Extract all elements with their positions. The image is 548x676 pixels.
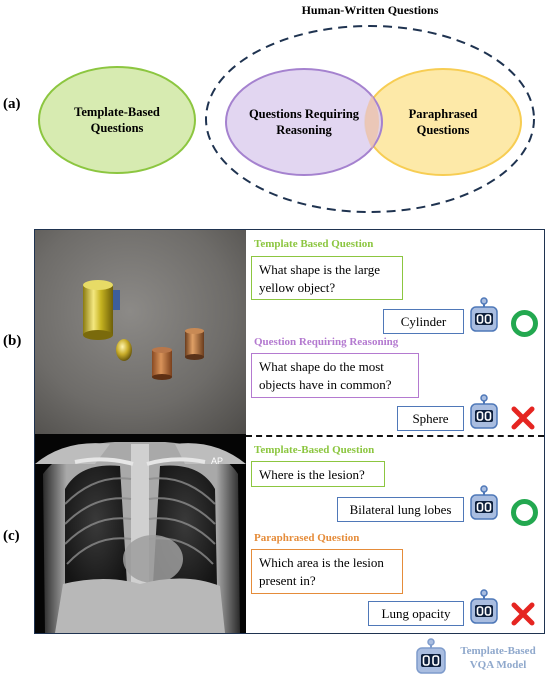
panel-label-b: (b) bbox=[3, 333, 22, 349]
c-q1-question-box: Where is the lesion? bbox=[251, 461, 385, 487]
copper-cylinder bbox=[152, 350, 172, 377]
legend-robot-icon bbox=[416, 638, 446, 674]
incorrect-cross-icon bbox=[511, 602, 535, 626]
panel-label-c: (c) bbox=[3, 528, 20, 544]
gold-cylinder bbox=[83, 285, 113, 335]
human-written-title: Human-Written Questions bbox=[301, 3, 439, 17]
b-q1-question-box: What shape is the large yellow object? bbox=[251, 256, 403, 300]
venn-diagram bbox=[38, 25, 535, 213]
b-q1-heading: Template Based Question bbox=[254, 238, 374, 250]
gold-sphere bbox=[116, 339, 132, 361]
b-q2-question-box: What shape do the most objects have in c… bbox=[251, 353, 419, 398]
3d-scene-image bbox=[35, 230, 246, 434]
c-q1-heading: Template-Based Question bbox=[254, 444, 375, 456]
robot-icon bbox=[470, 589, 498, 624]
correct-check-icon bbox=[511, 499, 538, 526]
robot-icon bbox=[470, 485, 498, 520]
xray-marker: AP bbox=[211, 456, 223, 466]
heart-shadow bbox=[123, 535, 183, 583]
template-based-oval bbox=[38, 66, 196, 174]
human-written-dashed-ellipse bbox=[205, 25, 535, 213]
dashed-divider bbox=[246, 435, 544, 437]
correct-check-icon bbox=[511, 310, 538, 337]
chest-xray-image: AP bbox=[35, 434, 246, 633]
overlap-region bbox=[365, 95, 379, 149]
legend-line-1: Template-Based bbox=[460, 645, 536, 657]
bronze-cylinder-right bbox=[185, 331, 204, 357]
c-q2-answer-box: Lung opacity bbox=[368, 601, 464, 626]
panel-label-a: (a) bbox=[3, 96, 21, 112]
paraphrased-oval-label: Paraphrased Questions bbox=[408, 107, 478, 137]
c-q1-answer-box: Bilateral lung lobes bbox=[337, 497, 464, 522]
legend-line-2: VQA Model bbox=[469, 659, 527, 671]
incorrect-cross-icon bbox=[511, 406, 535, 430]
robot-icon bbox=[470, 297, 498, 332]
examples-frame bbox=[34, 229, 545, 634]
reasoning-oval bbox=[225, 68, 383, 176]
left-lung bbox=[65, 465, 127, 592]
c-q2-heading: Paraphrased Question bbox=[254, 532, 360, 544]
b-q2-answer-box: Sphere bbox=[397, 406, 464, 431]
b-q2-heading: Question Requiring Reasoning bbox=[254, 336, 399, 348]
c-q2-question-box: Which area is the lesion present in? bbox=[251, 549, 403, 594]
robot-icon bbox=[470, 394, 498, 429]
b-q1-answer-box: Cylinder bbox=[383, 309, 464, 334]
template-oval-label: Template-Based Questions bbox=[74, 105, 160, 135]
reasoning-oval-label: Questions Requiring Reasoning bbox=[248, 107, 360, 137]
